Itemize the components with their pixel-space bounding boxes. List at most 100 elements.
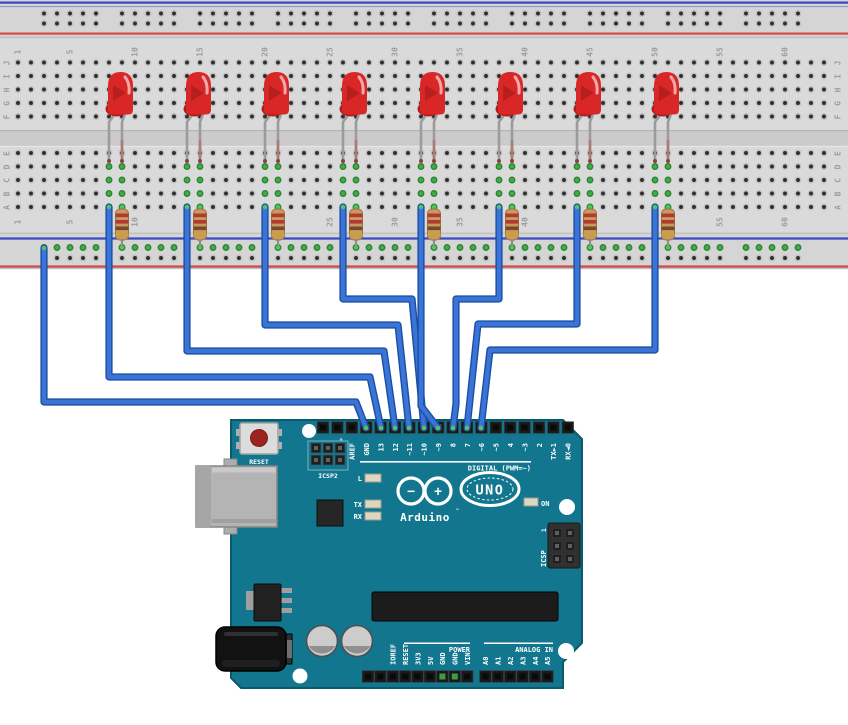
breadboard-hole[interactable] [690,113,698,120]
breadboard-hole[interactable] [664,163,672,170]
breadboard-hole[interactable] [586,190,594,197]
breadboard-hole[interactable] [27,203,35,211]
top-rail-hole[interactable] [118,20,126,27]
breadboard-hole[interactable] [560,99,568,107]
bottom-rail-hole[interactable] [534,254,542,262]
top-rail-hole[interactable] [209,10,217,17]
top-rail-hole[interactable] [274,10,282,17]
led[interactable] [183,72,212,163]
breadboard-hole[interactable] [339,190,347,197]
breadboard-hole[interactable] [53,149,61,157]
bottom-rail-hole[interactable] [638,254,646,262]
breadboard-hole[interactable] [807,176,815,184]
ground-rail-hole[interactable] [703,244,711,251]
top-rail-hole[interactable] [144,20,152,27]
breadboard-hole[interactable] [703,113,711,120]
top-rail-hole[interactable] [794,10,802,17]
breadboard-hole[interactable] [261,59,269,66]
breadboard-hole[interactable] [794,190,802,197]
top-rail-hole[interactable] [300,10,308,17]
breadboard-hole[interactable] [638,113,646,120]
breadboard-hole[interactable] [469,59,477,66]
bottom-rail-hole[interactable] [365,254,373,262]
breadboard-hole[interactable] [820,59,828,66]
ground-rail-hole[interactable] [404,244,412,251]
bottom-rail-hole[interactable] [196,254,204,262]
breadboard-hole[interactable] [326,99,334,107]
breadboard-hole[interactable] [443,149,451,157]
breadboard-hole[interactable] [209,99,217,107]
breadboard-hole[interactable] [300,113,308,120]
breadboard-hole[interactable] [625,59,633,66]
breadboard-hole[interactable] [66,149,74,157]
breadboard-hole[interactable] [40,86,48,93]
breadboard-hole[interactable] [547,203,555,211]
breadboard-hole[interactable] [677,149,685,157]
breadboard-hole[interactable] [92,163,100,170]
breadboard-hole[interactable] [560,203,568,211]
bottom-rail-hole[interactable] [378,254,386,262]
breadboard-hole[interactable] [326,72,334,80]
breadboard-hole[interactable] [820,72,828,80]
breadboard-hole[interactable] [261,176,269,184]
breadboard-hole[interactable] [781,86,789,93]
top-rail-hole[interactable] [508,10,516,17]
top-rail-hole[interactable] [79,10,87,17]
breadboard-hole[interactable] [66,99,74,107]
ground-rail-hole[interactable] [794,244,802,251]
breadboard-hole[interactable] [625,72,633,80]
bottom-rail-hole[interactable] [79,254,87,262]
breadboard-hole[interactable] [638,72,646,80]
bottom-rail-hole[interactable] [677,254,685,262]
top-rail-hole[interactable] [313,10,321,17]
breadboard-hole[interactable] [755,190,763,197]
breadboard-hole[interactable] [170,72,178,80]
breadboard-hole[interactable] [339,176,347,184]
breadboard-hole[interactable] [456,163,464,170]
top-rail-hole[interactable] [456,20,464,27]
breadboard-hole[interactable] [196,176,204,184]
breadboard-hole[interactable] [378,113,386,120]
breadboard-hole[interactable] [92,149,100,157]
breadboard-hole[interactable] [339,163,347,170]
breadboard-hole[interactable] [287,113,295,120]
breadboard-hole[interactable] [326,113,334,120]
top-rail-hole[interactable] [482,20,490,27]
breadboard-hole[interactable] [144,149,152,157]
breadboard-hole[interactable] [261,190,269,197]
breadboard-hole[interactable] [235,113,243,120]
breadboard-hole[interactable] [820,113,828,120]
top-rail-hole[interactable] [92,20,100,27]
breadboard-hole[interactable] [40,99,48,107]
breadboard-hole[interactable] [612,113,620,120]
breadboard-hole[interactable] [157,113,165,120]
breadboard-hole[interactable] [677,59,685,66]
top-rail-hole[interactable] [521,20,529,27]
breadboard-hole[interactable] [729,86,737,93]
top-rail-hole[interactable] [638,10,646,17]
breadboard-hole[interactable] [326,190,334,197]
top-rail-hole[interactable] [768,20,776,27]
breadboard-hole[interactable] [703,163,711,170]
breadboard-hole[interactable] [547,59,555,66]
top-rail-hole[interactable] [716,20,724,27]
breadboard-hole[interactable] [612,72,620,80]
breadboard-hole[interactable] [378,59,386,66]
breadboard-hole[interactable] [690,203,698,211]
breadboard-hole[interactable] [755,163,763,170]
breadboard-hole[interactable] [300,190,308,197]
breadboard-hole[interactable] [118,190,126,197]
breadboard-hole[interactable] [287,86,295,93]
top-rail-hole[interactable] [716,10,724,17]
ground-rail-hole[interactable] [521,244,529,251]
breadboard-hole[interactable] [495,176,503,184]
breadboard-hole[interactable] [638,203,646,211]
breadboard-hole[interactable] [820,190,828,197]
ground-rail-hole[interactable] [248,244,256,251]
breadboard-hole[interactable] [534,190,542,197]
breadboard-hole[interactable] [261,163,269,170]
breadboard-hole[interactable] [352,176,360,184]
breadboard-hole[interactable] [742,190,750,197]
top-rail-hole[interactable] [547,20,555,27]
breadboard-hole[interactable] [573,59,581,66]
